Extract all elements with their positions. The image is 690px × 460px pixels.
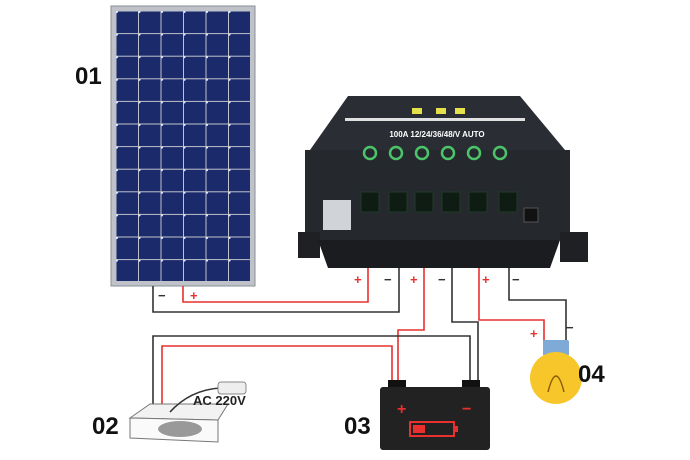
controller-rating: 100A 12/24/36/48/V AUTO <box>389 130 484 139</box>
light-bulb <box>530 340 582 404</box>
panel-plus: + <box>190 288 198 303</box>
inverter <box>128 381 247 443</box>
solar-panel <box>110 5 256 287</box>
load-plus: + <box>482 272 490 287</box>
batt-minus: − <box>438 272 446 287</box>
label-inverter: 02 <box>92 413 119 440</box>
pv-minus: − <box>384 272 392 287</box>
inverter-output: AC 220V <box>193 393 246 408</box>
bulb-minus: − <box>566 320 574 335</box>
battery-plus: + <box>397 401 406 418</box>
pv-plus: + <box>354 272 362 287</box>
label-load: 04 <box>578 361 605 388</box>
battery <box>380 380 490 450</box>
batt-plus: + <box>410 272 418 287</box>
label-solar-panel: 01 <box>75 63 102 90</box>
charge-controller <box>298 96 588 268</box>
label-battery: 03 <box>344 413 371 440</box>
bulb-plus: + <box>530 326 538 341</box>
usb-port <box>323 200 351 230</box>
load-minus: − <box>512 272 520 287</box>
panel-minus: − <box>158 288 166 303</box>
battery-minus: − <box>462 401 471 418</box>
